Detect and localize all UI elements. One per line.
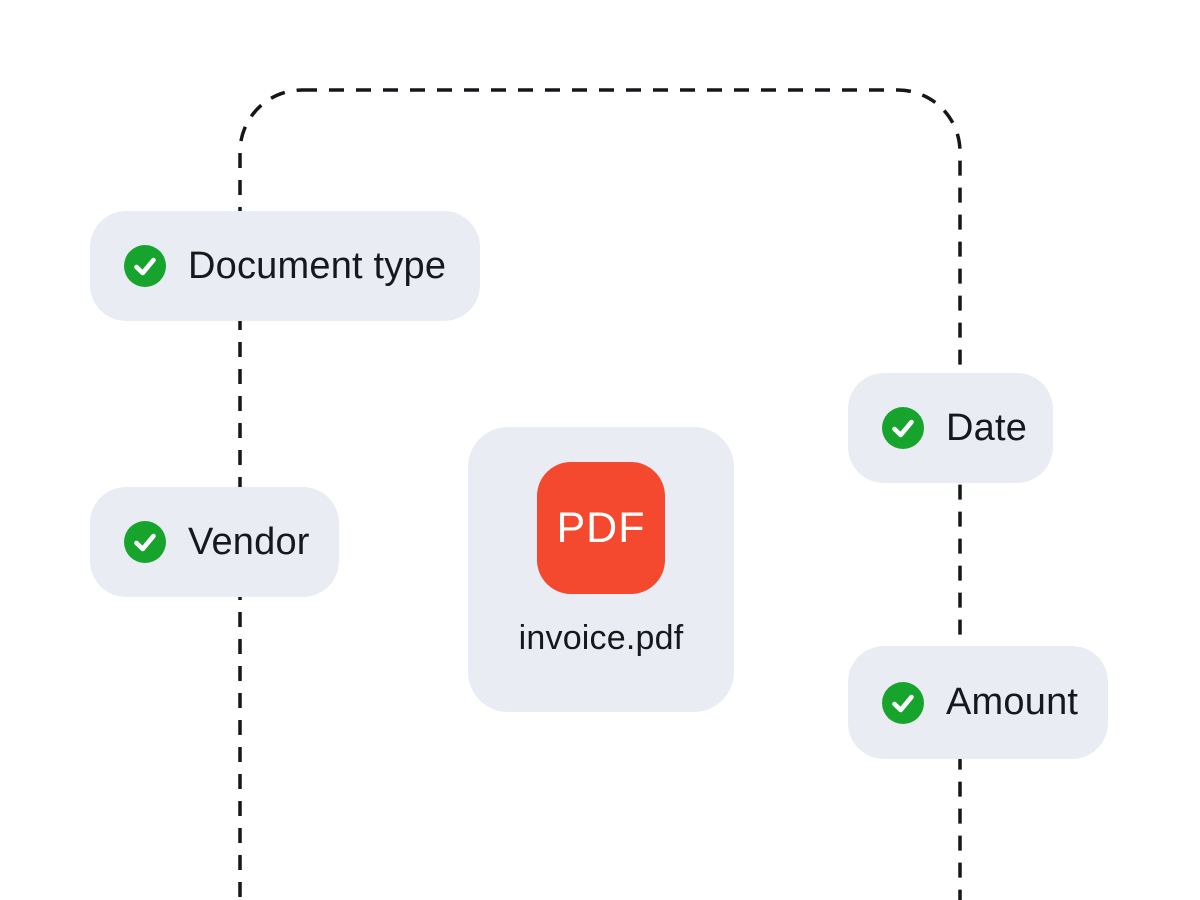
field-chip-date: Date xyxy=(848,373,1053,483)
field-chip-vendor: Vendor xyxy=(90,487,339,597)
field-label: Vendor xyxy=(188,520,310,563)
field-label: Date xyxy=(946,406,1028,449)
check-icon xyxy=(124,245,166,287)
field-chip-amount: Amount xyxy=(848,646,1108,759)
pdf-file-icon: PDF xyxy=(537,462,665,594)
check-icon xyxy=(124,521,166,563)
field-chip-document-type: Document type xyxy=(90,211,480,321)
check-icon xyxy=(882,407,924,449)
check-icon xyxy=(882,681,924,724)
file-card: PDF invoice.pdf xyxy=(468,427,734,712)
file-name: invoice.pdf xyxy=(518,619,684,657)
field-label: Amount xyxy=(946,681,1079,723)
field-label: Document type xyxy=(188,244,447,287)
